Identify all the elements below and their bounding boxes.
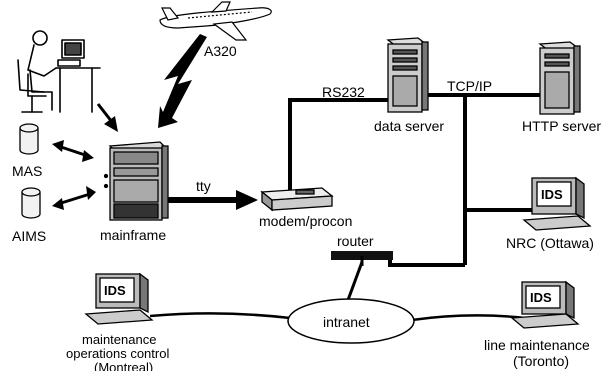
aims-arrow <box>52 186 96 210</box>
router-intranet-link <box>346 261 364 301</box>
operator-icon <box>17 30 101 113</box>
router-label: router <box>337 233 374 249</box>
modem-label: modem/procon <box>259 213 352 229</box>
nrc-ids-label: IDS <box>541 187 563 202</box>
aims-label: AIMS <box>12 228 46 244</box>
lm-link <box>411 314 526 322</box>
nrc-label: NRC (Ottawa) <box>506 235 594 251</box>
mas-arrow <box>52 140 94 162</box>
moc-link <box>149 312 291 320</box>
tty-arrow <box>168 190 258 210</box>
rs232-link <box>288 98 400 190</box>
a320-label: A320 <box>204 43 237 59</box>
tty-label: tty <box>196 178 211 194</box>
tcpip-label: TCP/IP <box>447 78 492 94</box>
mainframe-icon <box>103 141 169 221</box>
mainframe-label: mainframe <box>100 227 166 243</box>
intranet-label: intranet <box>323 314 370 330</box>
line-maintenance-workstation-icon <box>510 280 580 329</box>
lm-label-line1: line maintenance <box>484 337 590 353</box>
airplane-icon <box>159 1 272 41</box>
data-server-label: data server <box>374 118 444 134</box>
router-link <box>388 255 465 267</box>
moc-label-line1: maintenance <box>82 332 156 347</box>
rs232-label: RS232 <box>322 84 365 100</box>
network-links <box>149 93 555 322</box>
moc-label-line2: operations control <box>66 346 169 361</box>
intranet-cloud <box>287 298 415 344</box>
aims-database-icon <box>21 187 41 219</box>
data-server-icon <box>386 37 429 113</box>
modem-icon <box>260 187 334 212</box>
http-server-icon <box>538 41 581 115</box>
wireless-link-icon <box>158 34 207 128</box>
router-icon <box>331 251 393 260</box>
moc-ids-label: IDS <box>104 283 126 298</box>
mas-database-icon <box>19 123 39 155</box>
operator-arrow <box>96 103 118 132</box>
moc-workstation-icon <box>84 272 154 325</box>
lm-ids-label: IDS <box>530 290 552 305</box>
http-server-label: HTTP server <box>522 118 601 134</box>
nrc-workstation-icon <box>522 176 592 231</box>
mas-label: MAS <box>12 163 42 179</box>
moc-label-line3: (Montreal) <box>94 360 153 371</box>
lm-label-line2: (Toronto) <box>513 353 569 369</box>
